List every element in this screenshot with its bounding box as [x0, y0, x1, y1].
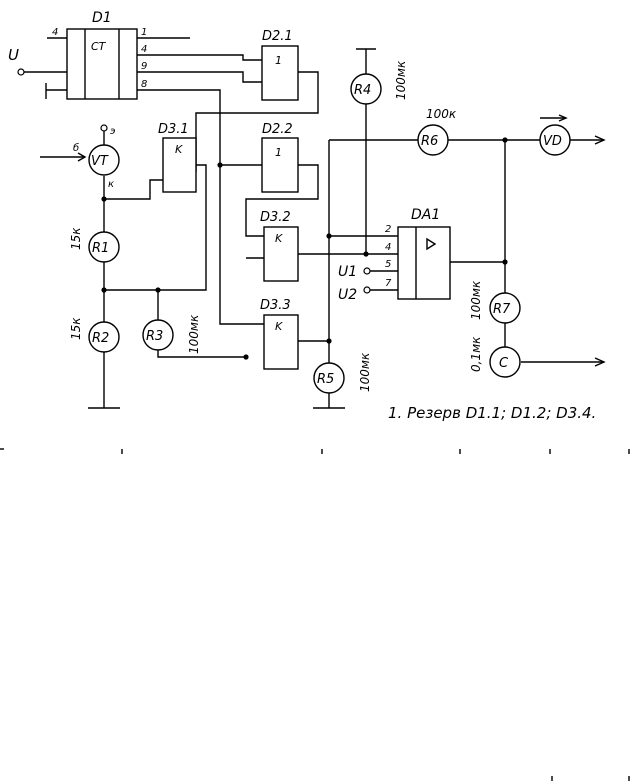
wires	[23, 37, 606, 409]
r4-label: R4	[354, 83, 371, 98]
d2-2-sym: 1	[275, 146, 282, 159]
r4-value: 100мк	[394, 60, 408, 100]
r7-value: 100мк	[469, 280, 483, 320]
da1-pin-7: 7	[385, 278, 392, 289]
r7-resistor: R7 100мк	[469, 280, 521, 324]
r3-resistor: R3 100мк	[142, 314, 201, 354]
d1-counter: D1 CT 4 1 4 9 8 U	[8, 10, 147, 100]
input-u-label: U	[8, 46, 19, 64]
input-u2-label: U2	[338, 287, 357, 303]
r6-resistor: R6 100к	[417, 107, 457, 156]
d3-3-label: D3.3	[260, 298, 291, 313]
d3-3-gate: D3.3 K	[260, 298, 299, 370]
r4-resistor: R4 100мк	[350, 60, 408, 105]
d3-3-sym: K	[275, 320, 283, 333]
d3-1-gate: D3.1 K	[158, 122, 197, 193]
da1-pin-5: 5	[385, 259, 391, 270]
d3-1-label: D3.1	[158, 122, 189, 137]
r1-resistor: R1 15к	[69, 227, 120, 263]
r7-label: R7	[493, 302, 511, 317]
r5-label: R5	[317, 372, 334, 387]
d1-pin-1: 1	[141, 27, 147, 38]
r1-label: R1	[92, 241, 109, 256]
d3-2-label: D3.2	[260, 210, 291, 225]
vt-transistor: VT э б к	[73, 124, 120, 190]
d2-1-sym: 1	[275, 54, 282, 67]
r1-value: 15к	[69, 227, 83, 250]
d2-2-label: D2.2	[262, 122, 293, 137]
input-u1-label: U1	[338, 264, 357, 280]
r2-resistor: R2 15к	[69, 317, 120, 353]
d1-pin-9: 9	[141, 61, 147, 72]
da1-pin-2: 2	[385, 224, 391, 235]
da1-opamp: DA1 2 4 5 7 U1 U2	[338, 207, 451, 303]
d3-2-gate: D3.2 K	[260, 210, 299, 282]
d1-pin-in: 4	[52, 27, 58, 38]
junction-dots	[101, 137, 508, 360]
d1-label: D1	[92, 10, 112, 26]
da1-label: DA1	[411, 207, 440, 223]
crop-marks	[0, 448, 630, 781]
c-value: 0,1мк	[469, 336, 483, 372]
vd-diode: VD	[539, 124, 571, 156]
d3-2-sym: K	[275, 232, 283, 245]
da1-pin-4: 4	[385, 242, 391, 253]
r5-resistor: R5 100мк	[313, 352, 372, 394]
d2-1-label: D2.1	[262, 29, 293, 44]
vt-collector-label: к	[108, 179, 114, 190]
vt-base-label: б	[73, 142, 79, 154]
reserve-note: 1. Резерв D1.1; D1.2; D3.4.	[388, 404, 596, 422]
r5-value: 100мк	[358, 352, 372, 392]
d2-2-gate: D2.2 1	[261, 122, 299, 193]
c-capacitor: C 0,1мк	[469, 336, 521, 378]
d1-type: CT	[91, 40, 107, 53]
vd-label: VD	[543, 134, 562, 149]
r3-value: 100мк	[187, 314, 201, 354]
d3-1-sym: K	[175, 143, 183, 156]
vt-label: VT	[91, 154, 109, 169]
vt-emitter-label: э	[110, 126, 116, 137]
r2-value: 15к	[69, 317, 83, 340]
d2-1-gate: D2.1 1	[261, 29, 299, 101]
d1-pin-4: 4	[141, 44, 147, 55]
r2-label: R2	[92, 331, 109, 346]
r3-label: R3	[146, 329, 163, 344]
d1-pin-8: 8	[141, 79, 147, 90]
r6-value: 100к	[426, 107, 457, 121]
r6-label: R6	[421, 134, 438, 149]
c-label: C	[499, 356, 509, 371]
